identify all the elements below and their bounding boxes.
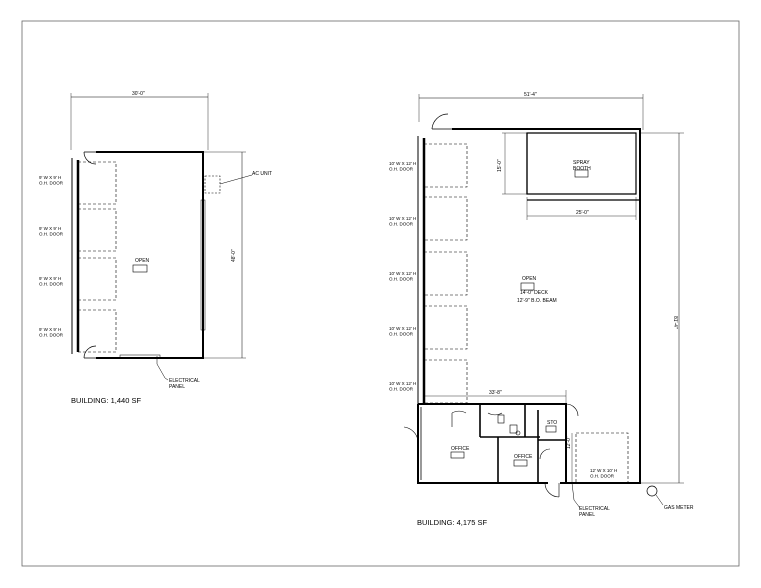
building-b-gas-meter [646,485,658,497]
building-b-oh-door-1 [423,143,468,188]
building-a-oh-door-2 [77,208,117,252]
building-a-depth-dim: 48'-0" [231,249,237,262]
building-a-oh-door-1 [77,161,117,205]
building-b-open-tag [520,282,535,291]
building-a-man-door-bottom [83,345,97,359]
building-b-open-label: OPEN [522,276,537,282]
building-b-beam-label: 12'-9" B.O. BEAM [517,298,557,304]
building-b-caption: BUILDING: 4,175 SF [417,518,487,527]
building-a-ac-label: AC UNIT [252,171,272,177]
building-a-man-door-top [83,151,97,165]
building-a-open-tag [132,264,148,273]
building-b [403,94,684,509]
building-b-gas-label: GAS METER [664,505,694,511]
building-a-caption: BUILDING: 1,440 SF [71,396,141,405]
building-a-side-openings [200,199,206,331]
building-a [70,93,253,381]
building-a-ac-unit [204,175,221,194]
building-a-oh-door-4 [77,309,117,353]
building-b-depth-dim: 81'-4" [672,316,678,329]
building-a-walls [96,151,204,359]
building-b-oh-door-3 [423,251,468,296]
building-b-spray-depth-dim: 15'-0" [497,159,503,172]
building-b-office-width-dim: 33'-8" [489,390,502,396]
building-b-oh-door-5 [423,359,468,404]
building-b-spray-width-dim: 25'-0" [576,210,589,216]
building-b-sto-label: STO [547,420,557,426]
building-b-width-dim: 51'-4" [524,92,537,98]
building-a-oh-door-3 [77,257,117,301]
building-b-man-door-top [431,113,452,130]
building-a-electrical-leader [156,356,169,381]
building-a-open-label: OPEN [135,258,150,264]
building-b-office-walls [418,403,567,483]
building-a-width-dim: 30'-0" [132,91,145,97]
building-b-office2-label: OFFICE [514,454,533,460]
sheet-border [21,20,740,567]
building-b-rear-oh-door [575,432,629,484]
building-b-oh-door-2 [423,196,468,241]
building-b-deck-label: 14'-0" DECK [520,290,549,296]
building-b-office1-label: OFFICE [451,446,470,452]
building-b-oh-door-4 [423,305,468,350]
building-b-sto-dim: 12'-0" [566,436,572,449]
